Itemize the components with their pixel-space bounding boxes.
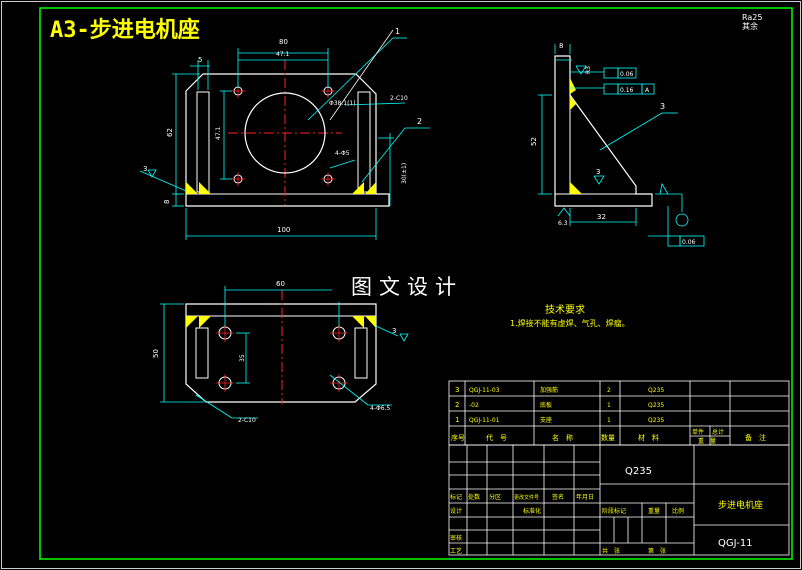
bom-row-2-no: 2 <box>455 401 459 409</box>
side-section-3: 3 <box>596 168 600 176</box>
title-block <box>448 444 790 556</box>
top-dim-chamfer: 2-C10 <box>238 417 256 424</box>
side-tol-flat: 0.06 <box>620 71 634 78</box>
bom-row-2-qty: 1 <box>607 402 611 409</box>
bom-header-weight: 重 量 <box>698 437 716 445</box>
bom-row-3-name: 加强筋 <box>540 386 558 394</box>
front-dim-62: 62 <box>166 128 174 137</box>
tb-code: QGJ-11 <box>718 538 753 549</box>
front-dim-circle: Φ38.1(1) <box>329 100 356 107</box>
front-dim-80: 80 <box>279 38 288 46</box>
tb-label-zone: 分区 <box>489 493 501 501</box>
top-dim-60: 60 <box>276 280 285 288</box>
side-dim-text: 8 R3 52 32 6.3 0.06 0.16 A 0.06 3 3 <box>530 42 696 246</box>
tb-label-date: 年月日 <box>576 493 594 501</box>
side-tol-par: 0.06 <box>682 239 696 246</box>
balloon-2: 2 <box>417 117 422 126</box>
side-dimensions <box>538 44 705 247</box>
roughness-value: Ra25 <box>742 13 763 22</box>
bom-header-total: 总计 <box>712 428 724 436</box>
bom-text: 3 QGJ-11-03 加强筋 2 Q235 2 -02 底板 1 Q235 1… <box>451 386 766 445</box>
tech-requirements-text: 1.焊接不能有虚焊、气孔、焊瘤。 <box>510 319 630 328</box>
tb-label-std: 标准化 <box>523 507 541 515</box>
drawing-title: A3-步进电机座 <box>50 18 200 43</box>
tb-label-process: 工艺 <box>450 547 462 555</box>
watermark: 图文设计 <box>332 272 482 302</box>
tb-label-weight: 重量 <box>648 507 660 515</box>
tb-label-total: 共 张 <box>602 547 620 555</box>
side-tol-ref: A <box>645 87 650 94</box>
bom-row-1-code: QGJ-11-01 <box>469 417 500 424</box>
front-dim-depth: 30(±1) <box>401 163 408 184</box>
balloon-3: 3 <box>660 102 665 111</box>
top-dim-holes: 4-Φ6.5 <box>370 405 390 412</box>
bom-row-3-material: Q235 <box>648 387 664 394</box>
front-dim-text: 80 47.1 5 62 47.1 8 100 Φ38.1(1) 2-C10 4… <box>143 27 422 234</box>
tb-label-count: 处数 <box>468 493 480 501</box>
side-dim-8: 8 <box>559 42 563 50</box>
bom-header-material: 材 料 <box>638 433 659 442</box>
bom-header-name: 名 称 <box>552 433 573 442</box>
tb-name: 步进电机座 <box>718 499 763 511</box>
side-dim-63: 6.3 <box>558 220 568 227</box>
front-dim-chamfer: 2-C10 <box>390 95 408 102</box>
front-dimensions <box>139 37 430 240</box>
bom-row-1-name: 支座 <box>540 416 552 424</box>
tb-label-change: 更改文件号 <box>514 494 539 501</box>
bom-row-3-no: 3 <box>455 386 459 394</box>
front-dim-47: 47.1 <box>276 51 290 58</box>
top-dimensions <box>160 286 409 419</box>
bom-header-code: 代 号 <box>486 433 507 442</box>
tb-label-review: 审核 <box>450 534 462 542</box>
bom-header-no: 序号 <box>451 433 465 442</box>
front-dim-47v: 47.1 <box>215 126 222 140</box>
bom-row-3-code: QGJ-11-03 <box>469 387 500 394</box>
tb-label-scale: 比例 <box>672 507 684 515</box>
front-dim-8: 8 <box>163 200 171 204</box>
tech-requirements-title: 技术要求 <box>545 305 585 316</box>
bom-row-3-qty: 2 <box>607 387 611 394</box>
tb-label-sheet: 第 张 <box>648 547 666 555</box>
roughness-note: Ra25 其余 <box>742 13 762 31</box>
top-section-3: 3 <box>392 327 396 335</box>
bom-header-remark: 备 注 <box>745 433 766 442</box>
tb-label-mark: 标记 <box>450 493 462 501</box>
side-tol-perp: 0.16 <box>620 87 634 94</box>
side-dim-32: 32 <box>597 213 606 221</box>
balloon-1: 1 <box>395 27 400 36</box>
balloon-leaders <box>329 29 394 121</box>
bom-row-1-qty: 1 <box>607 417 611 424</box>
top-dim-text: 60 50 35 2-C10 4-Φ6.5 3 <box>152 280 396 424</box>
front-dim-100: 100 <box>277 226 290 234</box>
top-dim-35: 35 <box>239 354 246 362</box>
side-dim-r3: R3 <box>585 66 592 74</box>
bom-row-2-code: -02 <box>469 402 479 409</box>
bom-row-2-material: Q235 <box>648 402 664 409</box>
bom-header-qty: 数量 <box>601 433 615 442</box>
top-view <box>185 290 377 404</box>
bom-header-single: 单件 <box>692 428 704 436</box>
top-dim-50: 50 <box>152 349 160 358</box>
tb-label-sign: 签名 <box>552 493 564 501</box>
title-block-text: Q235 步进电机座 QGJ-11 标记 处数 分区 更改文件号 签名 年月日 … <box>450 466 763 555</box>
front-section-3: 3 <box>143 165 147 173</box>
bom-row-2-name: 底板 <box>540 401 552 409</box>
front-dim-5: 5 <box>198 56 202 64</box>
drawing-frame <box>39 7 793 560</box>
tb-material: Q235 <box>625 466 652 477</box>
tb-label-design: 设计 <box>450 507 462 515</box>
side-dim-52: 52 <box>530 137 538 146</box>
front-dim-holes: 4-Φ5 <box>335 150 350 157</box>
bom-row-1-material: Q235 <box>648 417 664 424</box>
side-view <box>554 55 653 207</box>
bom-row-1-no: 1 <box>455 416 459 424</box>
roughness-rest: 其余 <box>742 22 758 31</box>
tb-label-stage: 阶段标记 <box>602 507 626 515</box>
